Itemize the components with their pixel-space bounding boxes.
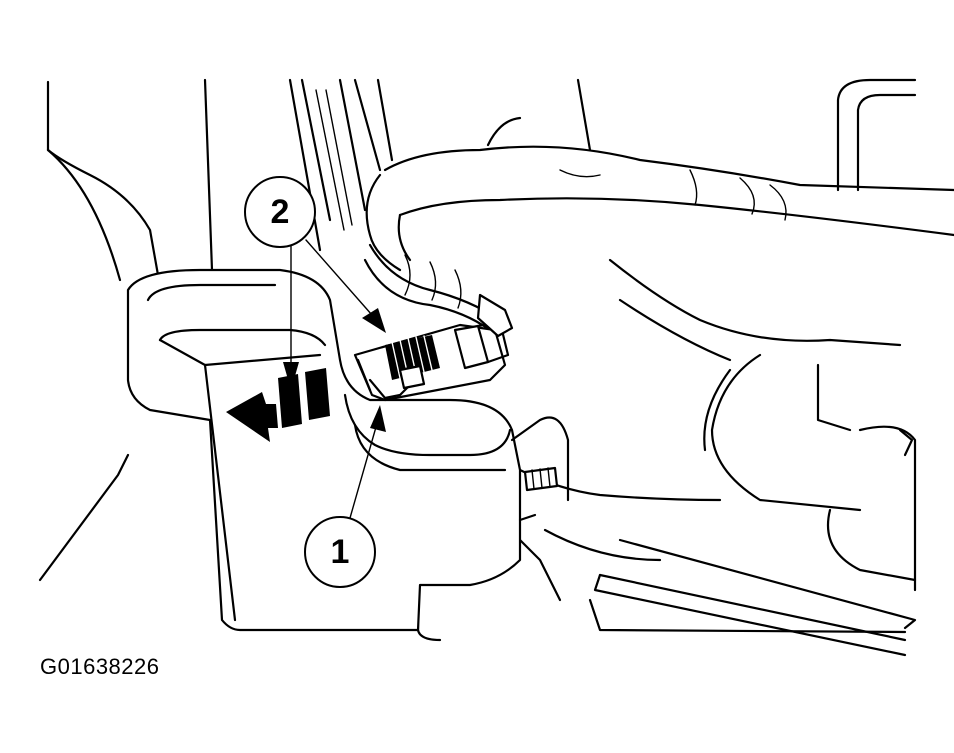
wire-harness [363, 78, 954, 332]
callout-1-label: 1 [331, 533, 350, 571]
callout-1: 1 [304, 405, 386, 588]
upper-right-bracket [836, 78, 917, 192]
left-bracket [38, 78, 214, 582]
housing-body [518, 258, 917, 592]
lower-right-panel [416, 538, 917, 657]
electrical-connector [353, 293, 514, 402]
removal-direction-arrow [226, 368, 330, 442]
sensor-mount [126, 268, 570, 632]
callout-2-circle [244, 176, 316, 248]
callout-2: 2 [244, 176, 386, 390]
callout-1-circle [304, 516, 376, 588]
callout-2-label: 2 [271, 193, 290, 231]
vertical-pillar [288, 78, 394, 252]
figure-id: G01638226 [40, 654, 160, 679]
